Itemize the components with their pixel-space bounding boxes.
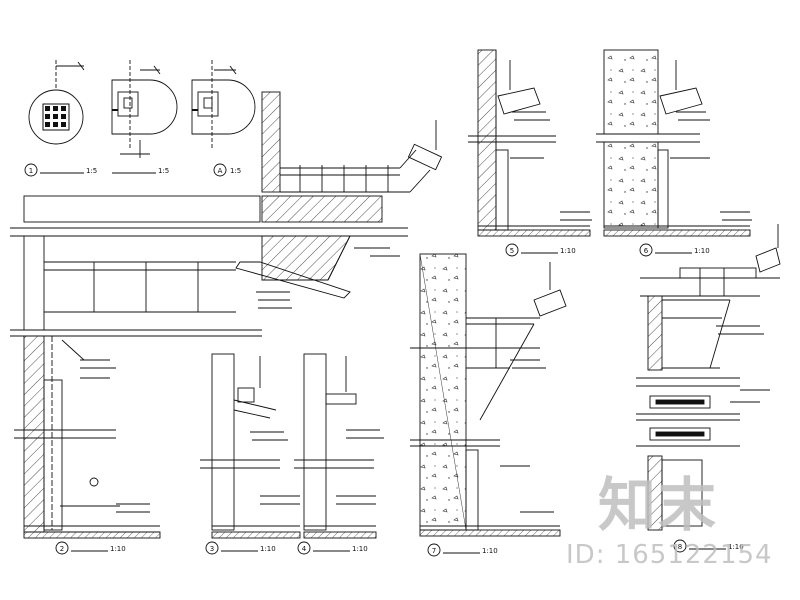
caption-detail-4: 4 1:10	[297, 541, 368, 555]
detail-1-round-node	[28, 60, 85, 145]
detail-node-section-2	[111, 60, 178, 158]
watermark-logo: 知末	[598, 471, 719, 539]
svg-text:1:10: 1:10	[694, 247, 710, 255]
svg-text:2: 2	[60, 545, 64, 553]
detail-5-section	[468, 49, 592, 237]
svg-text:1:10: 1:10	[482, 547, 498, 555]
svg-text:4: 4	[302, 545, 307, 553]
detail-a-node	[191, 60, 256, 148]
main-canopy-elevation	[10, 91, 443, 337]
svg-text:3: 3	[210, 545, 214, 553]
caption-detail-7: 7 1:10	[427, 543, 498, 557]
caption-detail-a: A 1:5	[213, 163, 241, 177]
detail-8-section	[636, 224, 781, 531]
svg-text:A: A	[218, 167, 223, 175]
svg-text:8: 8	[678, 543, 682, 551]
detail-captions: 1 1:5 1:5 A 1:5 5 1:10 6 1:10 2	[24, 163, 744, 557]
caption-detail-5: 5 1:10	[505, 243, 576, 257]
svg-text:1:10: 1:10	[728, 543, 744, 551]
detail-6-section	[596, 49, 752, 237]
detail-7-section	[410, 253, 567, 537]
svg-text:6: 6	[644, 247, 649, 255]
svg-text:1:5: 1:5	[86, 167, 97, 175]
caption-detail-3: 3 1:10	[205, 541, 276, 555]
caption-detail-8: 8 1:10	[673, 539, 744, 553]
svg-text:1:5: 1:5	[158, 167, 169, 175]
svg-text:1:10: 1:10	[110, 545, 126, 553]
detail-2-wall-section	[14, 335, 161, 539]
svg-text:1:10: 1:10	[260, 545, 276, 553]
caption-detail-node: 1:5	[112, 167, 169, 175]
svg-text:1:10: 1:10	[352, 545, 368, 553]
watermark-id: ID: 165122154	[566, 540, 773, 570]
detail-3-section	[200, 353, 301, 539]
caption-detail-6: 6 1:10	[639, 243, 710, 257]
caption-detail-2: 2 1:10	[55, 541, 126, 555]
svg-text:7: 7	[432, 547, 436, 555]
svg-text:1:5: 1:5	[230, 167, 241, 175]
caption-detail-1: 1 1:5	[24, 163, 97, 177]
svg-text:5: 5	[510, 247, 514, 255]
svg-text:1:10: 1:10	[560, 247, 576, 255]
detail-4-section	[294, 353, 384, 539]
svg-text:1: 1	[29, 167, 33, 175]
